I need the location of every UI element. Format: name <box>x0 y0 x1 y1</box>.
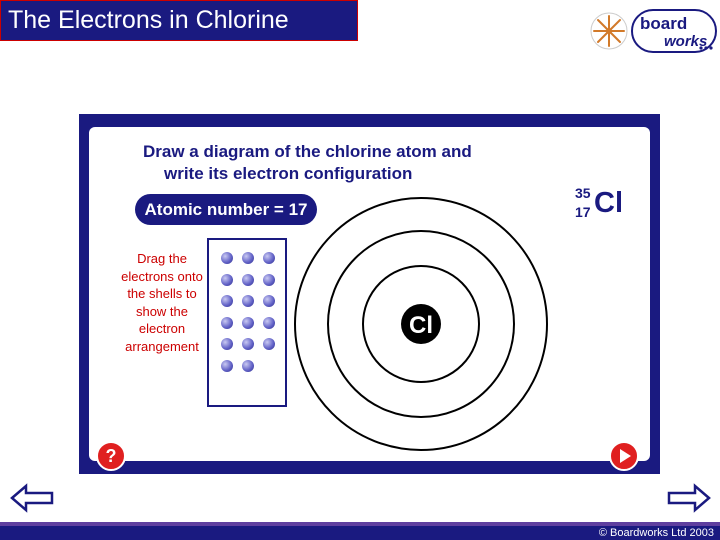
nucleus <box>401 304 441 344</box>
slide-title: The Electrons in Chlorine <box>8 6 289 34</box>
electron-token[interactable] <box>221 359 233 372</box>
electron-token[interactable] <box>242 295 254 307</box>
logo-text-bottom: works <box>664 33 707 50</box>
electron-token[interactable] <box>221 295 233 307</box>
logo-text-top: board <box>640 14 687 33</box>
activity-instructions: Draw a diagram of the chlorine atom and … <box>143 141 533 185</box>
arrow-left-icon[interactable] <box>8 482 56 514</box>
shell-middle[interactable] <box>327 230 515 418</box>
atom-shells-diagram: Cl <box>294 197 548 451</box>
play-button[interactable] <box>609 441 639 471</box>
activity-panel: Draw a diagram of the chlorine atom and … <box>79 114 660 474</box>
instruction-line-1: Draw a diagram of the chlorine atom and <box>143 142 472 161</box>
activity-canvas: Draw a diagram of the chlorine atom and … <box>89 127 650 461</box>
question-icon: ? <box>105 446 117 466</box>
electron-token[interactable] <box>242 338 254 350</box>
copyright-text: © Boardworks Ltd 2003 <box>598 527 714 539</box>
electron-token[interactable] <box>242 359 254 372</box>
footer-bar: © Boardworks Ltd 2003 <box>0 522 720 540</box>
isotope-notation: 35 17 Cl <box>575 185 645 235</box>
electron-token[interactable] <box>263 273 275 286</box>
drag-instructions: Drag the electrons onto the shells to sh… <box>121 251 203 354</box>
boardworks-logo-icon: board works <box>590 9 717 53</box>
electron-token[interactable] <box>263 338 275 350</box>
electron-token[interactable] <box>242 252 254 264</box>
electron-token[interactable] <box>263 252 275 264</box>
electron-token[interactable] <box>263 295 275 307</box>
electron-token[interactable] <box>263 316 275 329</box>
logo-starburst-icon <box>590 12 628 50</box>
nucleus-label: Cl <box>409 312 433 339</box>
electron-tray <box>207 238 287 407</box>
electron-token[interactable] <box>221 252 233 264</box>
shell-inner[interactable] <box>362 265 480 383</box>
electron-token[interactable] <box>242 316 254 329</box>
slide-title-box: The Electrons in Chlorine <box>0 0 358 41</box>
mass-number: 35 <box>575 185 591 201</box>
help-button[interactable]: ? <box>96 441 126 471</box>
shell-outer[interactable] <box>294 197 548 451</box>
play-icon <box>620 449 631 463</box>
arrow-right-icon[interactable] <box>665 482 713 514</box>
electron-token[interactable] <box>221 338 233 350</box>
instruction-line-2: write its electron configuration <box>164 164 413 183</box>
electron-token[interactable] <box>221 316 233 329</box>
atomic-number: 17 <box>575 204 591 220</box>
electron-token[interactable] <box>221 273 233 286</box>
element-symbol: Cl <box>594 187 623 219</box>
atomic-number-badge: Atomic number = 17 <box>135 194 317 225</box>
electron-token[interactable] <box>242 273 254 286</box>
